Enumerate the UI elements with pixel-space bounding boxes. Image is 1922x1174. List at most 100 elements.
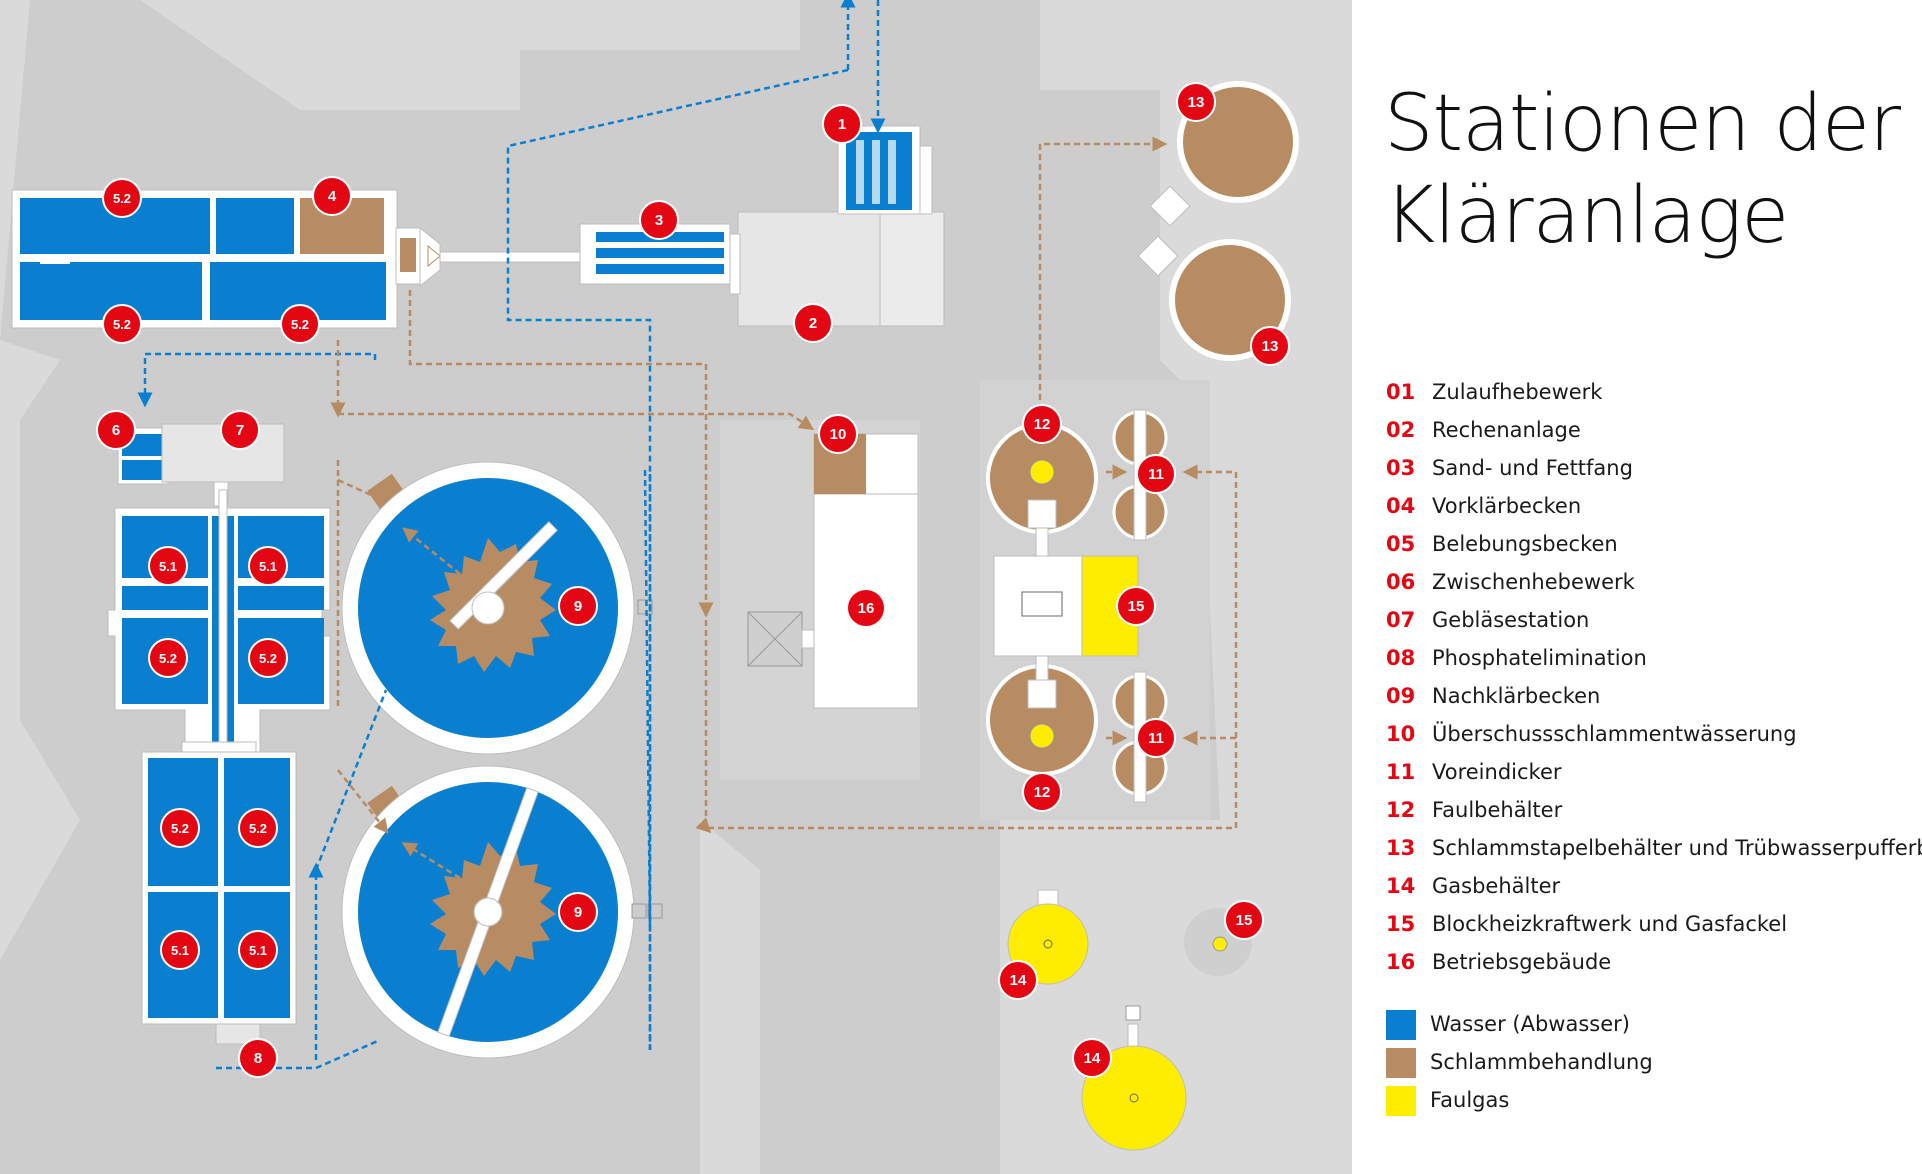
station-marker: 6	[96, 410, 136, 450]
station-marker-label: 16	[858, 600, 875, 617]
station-marker: 2	[793, 303, 833, 343]
station-marker-label: 5.2	[113, 317, 131, 332]
legend-item-label: Zulaufhebewerk	[1432, 380, 1603, 404]
legend-item-number: 12	[1386, 798, 1416, 822]
legend-item-label: Rechenanlage	[1432, 418, 1581, 442]
legend-item-label: Gasbehälter	[1432, 874, 1561, 898]
legend-item-number: 05	[1386, 532, 1416, 556]
site-map: 12345.25.25.2675.15.15.25.25.25.25.15.18…	[0, 0, 1352, 1174]
color-legend-label: Schlammbehandlung	[1430, 1050, 1653, 1074]
station-marker: 1	[822, 104, 862, 144]
screening-building	[729, 211, 945, 327]
station-marker-label: 5.2	[171, 821, 189, 836]
legend-item: 02 Rechenanlage	[1386, 418, 1581, 454]
legend-item-label: Nachklärbecken	[1432, 684, 1601, 708]
station-marker: 8	[238, 1038, 278, 1078]
station-marker-label: 4	[328, 188, 337, 205]
station-marker-label: 1	[838, 116, 846, 133]
legend-item-number: 07	[1386, 608, 1416, 632]
title-line-2: Kläranlage	[1384, 171, 1789, 261]
station-marker: 7	[220, 410, 260, 450]
legend-item-number: 06	[1386, 570, 1416, 594]
station-marker-circle	[220, 410, 260, 450]
station-marker-label: 5.2	[259, 651, 277, 666]
station-marker-circle	[1224, 900, 1264, 940]
station-marker-label: 11	[1148, 466, 1164, 483]
aeration-tanks-lower	[141, 741, 297, 1045]
legend-item-number: 10	[1386, 722, 1416, 746]
station-marker-label: 15	[1236, 912, 1253, 929]
legend-item-label: Betriebsgebäude	[1432, 950, 1612, 974]
station-marker-label: 9	[574, 904, 582, 921]
station-marker-circle	[248, 638, 288, 678]
station-marker-label: 11	[1148, 730, 1164, 747]
legend-item: 09 Nachklärbecken	[1386, 684, 1600, 720]
legend-item-number: 04	[1386, 494, 1416, 518]
station-marker-circle	[96, 410, 136, 450]
station-marker-circle	[102, 178, 142, 218]
station-marker-label: 14	[1084, 1050, 1101, 1067]
legend-item-label: Phosphatelimination	[1432, 646, 1647, 670]
station-marker-label: 2	[809, 315, 817, 332]
station-marker: 5.2	[160, 808, 200, 848]
legend-item-label: Gebläsestation	[1432, 608, 1590, 632]
legend-item-label: Blockheizkraftwerk und Gasfackel	[1432, 912, 1788, 936]
station-marker-circle	[148, 638, 188, 678]
station-marker: 13	[1250, 326, 1290, 366]
legend-item-label: Sand- und Fettfang	[1432, 456, 1633, 480]
legend-item-number: 09	[1386, 684, 1416, 708]
station-marker-circle	[558, 586, 598, 626]
station-marker: 5.1	[238, 930, 278, 970]
connecting-pipe	[439, 251, 581, 263]
station-marker-circle	[1136, 454, 1176, 494]
station-marker-label: 7	[236, 422, 244, 439]
station-marker: 10	[818, 414, 858, 454]
legend-item-label: Voreindicker	[1432, 760, 1562, 784]
legend-item-label: Schlammstapelbehälter und Trübwasserpuff…	[1432, 836, 1922, 860]
station-marker-circle	[280, 304, 320, 344]
station-marker: 11	[1136, 718, 1176, 758]
station-marker-circle	[818, 414, 858, 454]
station-marker: 9	[558, 892, 598, 932]
color-swatch	[1386, 1048, 1416, 1078]
station-marker-label: 8	[254, 1050, 262, 1067]
station-marker-circle	[238, 1038, 278, 1078]
color-legend-item: Faulgas	[1386, 1086, 1509, 1120]
station-marker: 5.2	[238, 808, 278, 848]
station-marker-circle	[248, 546, 288, 586]
station-marker-circle	[1022, 772, 1062, 812]
page-title: Stationen der Kläranlage	[1384, 78, 1901, 262]
color-swatch	[1386, 1010, 1416, 1040]
legend-item-number: 08	[1386, 646, 1416, 670]
station-marker: 4	[312, 176, 352, 216]
station-marker: 9	[558, 586, 598, 626]
station-marker-label: 5.1	[159, 559, 177, 574]
color-legend-item: Wasser (Abwasser)	[1386, 1010, 1630, 1044]
station-marker: 3	[639, 200, 679, 240]
station-marker: 14	[998, 960, 1038, 1000]
legend-item-number: 03	[1386, 456, 1416, 480]
station-marker-label: 5.1	[259, 559, 277, 574]
secondary-clarifier-lower	[341, 765, 663, 1059]
station-marker: 12	[1022, 772, 1062, 812]
legend-item-number: 11	[1386, 760, 1416, 784]
legend-item-number: 02	[1386, 418, 1416, 442]
station-marker-circle	[1250, 326, 1290, 366]
station-marker-label: 5.2	[291, 317, 309, 332]
legend-item: 07 Gebläsestation	[1386, 608, 1589, 644]
station-marker-circle	[238, 930, 278, 970]
station-marker: 5.2	[248, 638, 288, 678]
color-swatch	[1386, 1086, 1416, 1116]
station-marker-circle	[1072, 1038, 1112, 1078]
station-marker: 14	[1072, 1038, 1112, 1078]
color-legend-label: Faulgas	[1430, 1088, 1510, 1112]
